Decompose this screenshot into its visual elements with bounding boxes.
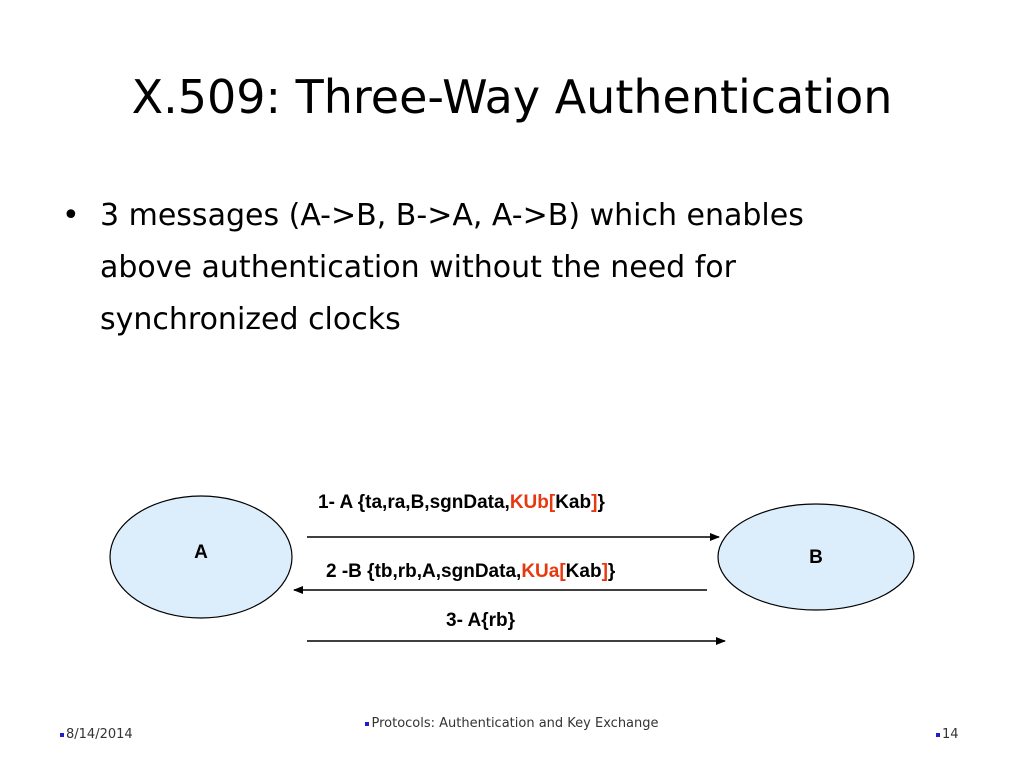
message-1-label: 1- A {ta,ra,B,sgnData,KUb[Kab]} <box>318 492 605 513</box>
message-2-key: KUa <box>521 561 559 582</box>
message-1-open-bracket: [ <box>549 492 556 513</box>
bullet-list: • 3 messages (A->B, B->A, A->B) which en… <box>58 190 958 346</box>
message-2-close-brace: } <box>608 561 616 582</box>
footer-date-text: 8/14/2014 <box>66 727 133 742</box>
message-1-session-key: Kab <box>555 492 591 513</box>
message-1-close-bracket: ] <box>591 492 597 513</box>
footer-date: 8/14/2014 <box>60 726 133 743</box>
node-a-label: A <box>194 542 208 563</box>
message-2-text: 2 -B {tb,rb,A,sgnData, <box>326 561 521 582</box>
footer-page-number: 14 <box>936 726 959 743</box>
bullet-icon: • <box>62 198 80 233</box>
footer-marker-icon <box>60 732 64 737</box>
bullet-line-1: 3 messages (A->B, B->A, A->B) which enab… <box>100 198 804 233</box>
message-2-open-bracket: [ <box>559 561 566 582</box>
message-1-key: KUb <box>510 492 549 513</box>
message-2-close-bracket: ] <box>602 561 608 582</box>
bullet-line-3: synchronized clocks <box>100 302 401 337</box>
message-1-text: 1- A {ta,ra,B,sgnData, <box>318 492 510 513</box>
footer-marker-icon <box>936 732 940 737</box>
node-a-ellipse <box>109 495 293 619</box>
footer-page-text: 14 <box>942 727 959 742</box>
bullet-line-2: above authentication without the need fo… <box>100 250 736 285</box>
message-2-label: 2 -B {tb,rb,A,sgnData,KUa[Kab]} <box>326 561 616 582</box>
footer-marker-icon <box>365 721 370 726</box>
footer-title: Protocols: Authentication and Key Exchan… <box>362 715 662 732</box>
message-2-session-key: Kab <box>566 561 602 582</box>
footer-title-text: Protocols: Authentication and Key Exchan… <box>371 716 659 731</box>
message-1-close-brace: } <box>597 492 605 513</box>
bullet-item: • 3 messages (A->B, B->A, A->B) which en… <box>58 190 958 346</box>
node-b-ellipse <box>717 503 915 611</box>
slide-title: X.509: Three-Way Authentication <box>131 70 893 124</box>
message-3-label: 3- A{rb} <box>446 610 516 631</box>
node-b-label: B <box>809 547 823 568</box>
